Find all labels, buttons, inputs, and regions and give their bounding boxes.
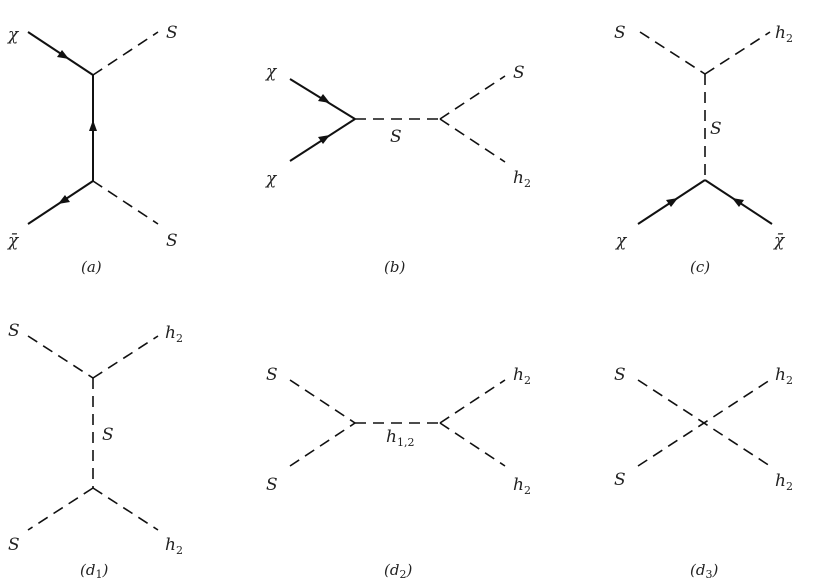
diagram-d2: S S h1,2 h2 h2 (d2) xyxy=(266,365,531,579)
arrow-marker xyxy=(57,50,69,59)
diagram-b: χ χ S S h2 (b) xyxy=(265,62,531,276)
label-h12: h1,2 xyxy=(386,427,414,449)
caption: (b) xyxy=(384,258,405,276)
label-s: S xyxy=(266,475,278,495)
diagram-d3: S S h2 h2 (d3) xyxy=(614,365,793,579)
caption: (a) xyxy=(81,258,102,276)
label-chi: χ xyxy=(265,169,278,189)
label-h2: h2 xyxy=(513,168,531,190)
label-h2: h2 xyxy=(775,23,793,45)
label-h2: h2 xyxy=(165,535,183,557)
label-h2: h2 xyxy=(775,471,793,493)
arrow-marker xyxy=(318,135,330,144)
label-s: S xyxy=(513,63,525,83)
label-s: S xyxy=(102,425,114,445)
caption: (d1) xyxy=(80,561,108,579)
label-s: S xyxy=(166,23,178,43)
label-chi: χ xyxy=(615,231,628,251)
scalar-line xyxy=(289,422,356,467)
label-chi: χ xyxy=(7,25,20,45)
scalar-line xyxy=(439,379,506,424)
scalar-line xyxy=(439,118,506,163)
arrow-marker xyxy=(318,94,330,103)
label-s: S xyxy=(266,365,278,385)
label-chi: χ xyxy=(265,62,278,82)
diagram-c: S h2 S χ χ̄ (c) xyxy=(614,23,793,276)
scalar-line xyxy=(92,335,159,379)
label-s: S xyxy=(710,119,722,139)
label-h2: h2 xyxy=(513,475,531,497)
scalar-line xyxy=(439,422,506,467)
label-chi-bar: χ̄ xyxy=(773,231,786,251)
scalar-line xyxy=(92,180,159,225)
label-s: S xyxy=(390,127,402,147)
arrow-marker xyxy=(666,198,678,207)
label-s: S xyxy=(614,365,626,385)
arrow-marker xyxy=(58,195,70,204)
scalar-line xyxy=(92,31,159,76)
arrow-marker xyxy=(89,120,97,131)
scalar-line xyxy=(639,31,706,75)
arrow-marker xyxy=(732,198,744,207)
scalar-line xyxy=(289,379,356,424)
label-chi-bar: χ̄ xyxy=(7,231,20,251)
caption: (c) xyxy=(690,258,710,276)
scalar-line xyxy=(27,487,94,531)
scalar-line xyxy=(637,379,771,467)
label-h2: h2 xyxy=(165,323,183,345)
caption: (d3) xyxy=(690,561,718,579)
scalar-line xyxy=(704,31,771,75)
label-s: S xyxy=(614,23,626,43)
label-s: S xyxy=(166,231,178,251)
label-s: S xyxy=(8,535,20,555)
diagram-a: χ S χ̄ S (a) xyxy=(7,23,178,276)
diagram-d1: S h2 S S h2 (d1) xyxy=(8,321,183,579)
caption: (d2) xyxy=(384,561,412,579)
scalar-line xyxy=(439,75,506,120)
scalar-line xyxy=(92,487,159,531)
label-s: S xyxy=(614,470,626,490)
label-h2: h2 xyxy=(513,365,531,387)
label-s: S xyxy=(8,321,20,341)
scalar-line xyxy=(27,335,94,379)
label-h2: h2 xyxy=(775,365,793,387)
